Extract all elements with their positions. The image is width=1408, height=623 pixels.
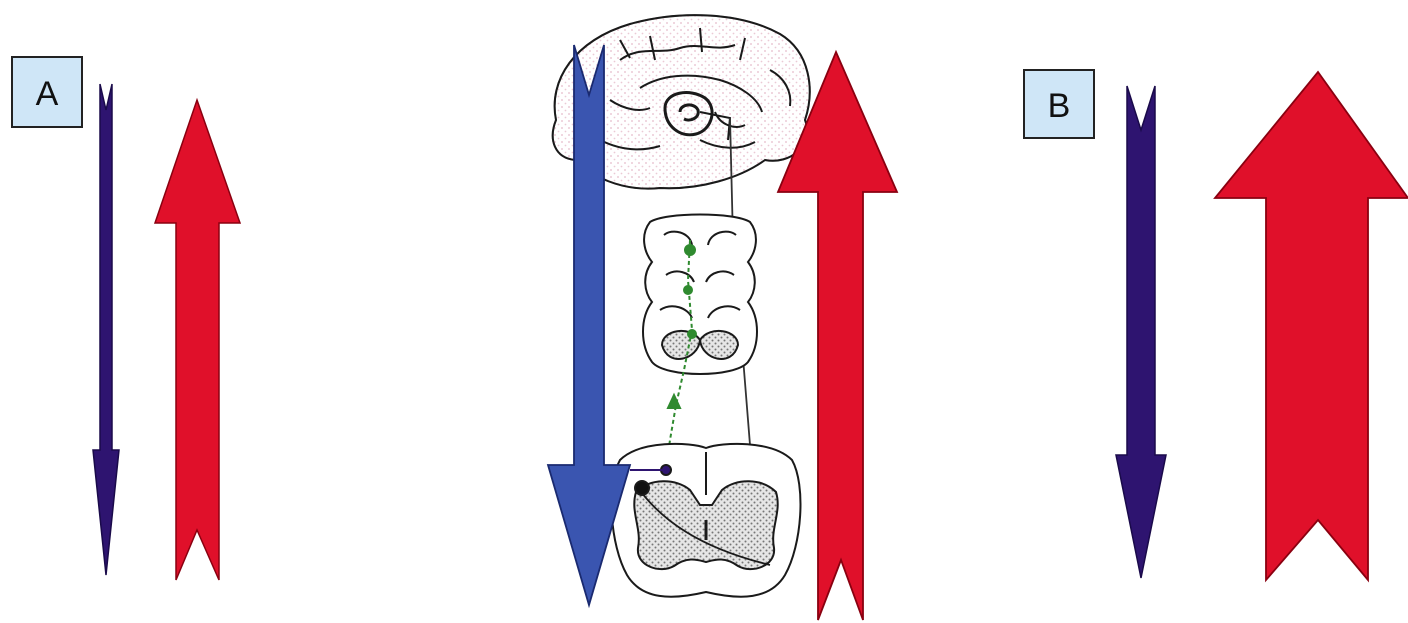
brainstem-icon xyxy=(643,215,757,375)
panel-b-ascending-arrow-icon xyxy=(1215,72,1408,580)
panel-a-label-box: A xyxy=(12,57,82,127)
panel-b: B xyxy=(1024,70,1408,580)
panel-b-descending-arrow-icon xyxy=(1116,86,1166,578)
panel-a-label: A xyxy=(36,75,59,113)
panel-b-label: B xyxy=(1048,87,1071,125)
panel-a-ascending-arrow-icon xyxy=(155,100,240,580)
panel-a-descending-arrow-icon xyxy=(93,84,119,575)
panel-b-label-box: B xyxy=(1024,70,1094,138)
panel-a: A xyxy=(12,57,240,580)
spinal-cord-icon xyxy=(612,444,801,597)
